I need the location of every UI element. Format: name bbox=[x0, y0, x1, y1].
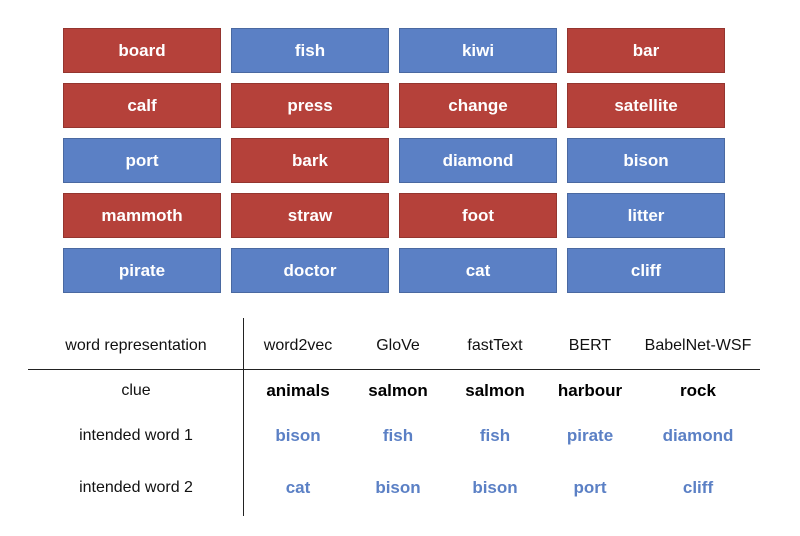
word-card-calf: calf bbox=[63, 83, 221, 128]
intended-word-cell: fish bbox=[382, 426, 414, 445]
intended-word-cell: fish bbox=[479, 426, 511, 445]
word-card-bison: bison bbox=[567, 138, 725, 183]
intended-word-cell: pirate bbox=[566, 426, 614, 445]
word-card-press: press bbox=[231, 83, 389, 128]
row-label: intended word 2 bbox=[79, 479, 193, 496]
word-card-cliff: cliff bbox=[567, 248, 725, 293]
header-label: word representation bbox=[65, 337, 207, 354]
word-card-bar: bar bbox=[567, 28, 725, 73]
word-card-litter: litter bbox=[567, 193, 725, 238]
word-card-kiwi: kiwi bbox=[399, 28, 557, 73]
word-card-straw: straw bbox=[231, 193, 389, 238]
clue-cell: salmon bbox=[368, 381, 428, 400]
method-header: GloVe bbox=[376, 337, 420, 354]
results-table: word representation word2vec GloVe fastTex… bbox=[28, 318, 760, 516]
table-horizontal-divider bbox=[28, 369, 760, 370]
word-card-port: port bbox=[63, 138, 221, 183]
word-card-board: board bbox=[63, 28, 221, 73]
word-card-doctor: doctor bbox=[231, 248, 389, 293]
clue-cell: animals bbox=[266, 381, 330, 400]
word-card-pirate: pirate bbox=[63, 248, 221, 293]
word-card-diamond: diamond bbox=[399, 138, 557, 183]
intended-word-cell: cat bbox=[285, 478, 311, 497]
method-header: BabelNet-WSF bbox=[644, 337, 752, 354]
intended-word-cell: bison bbox=[472, 478, 518, 497]
clue-cell: salmon bbox=[465, 381, 525, 400]
intended-word-cell: port bbox=[573, 478, 607, 497]
intended-word-cell: diamond bbox=[662, 426, 734, 445]
clue-cell: rock bbox=[680, 381, 716, 400]
intended-word-cell: cliff bbox=[682, 478, 714, 497]
intended-word-cell: bison bbox=[275, 426, 321, 445]
word-card-change: change bbox=[399, 83, 557, 128]
method-header: BERT bbox=[568, 337, 612, 354]
word-card-cat: cat bbox=[399, 248, 557, 293]
table-vertical-divider bbox=[243, 318, 244, 516]
clue-cell: harbour bbox=[557, 381, 623, 400]
row-label: intended word 1 bbox=[79, 427, 193, 444]
word-card-foot: foot bbox=[399, 193, 557, 238]
word-card-satellite: satellite bbox=[567, 83, 725, 128]
row-label: clue bbox=[121, 382, 151, 399]
word-card-fish: fish bbox=[231, 28, 389, 73]
intended-word-cell: bison bbox=[375, 478, 421, 497]
word-card-bark: bark bbox=[231, 138, 389, 183]
method-header: word2vec bbox=[263, 337, 333, 354]
word-card-mammoth: mammoth bbox=[63, 193, 221, 238]
method-header: fastText bbox=[467, 337, 523, 354]
